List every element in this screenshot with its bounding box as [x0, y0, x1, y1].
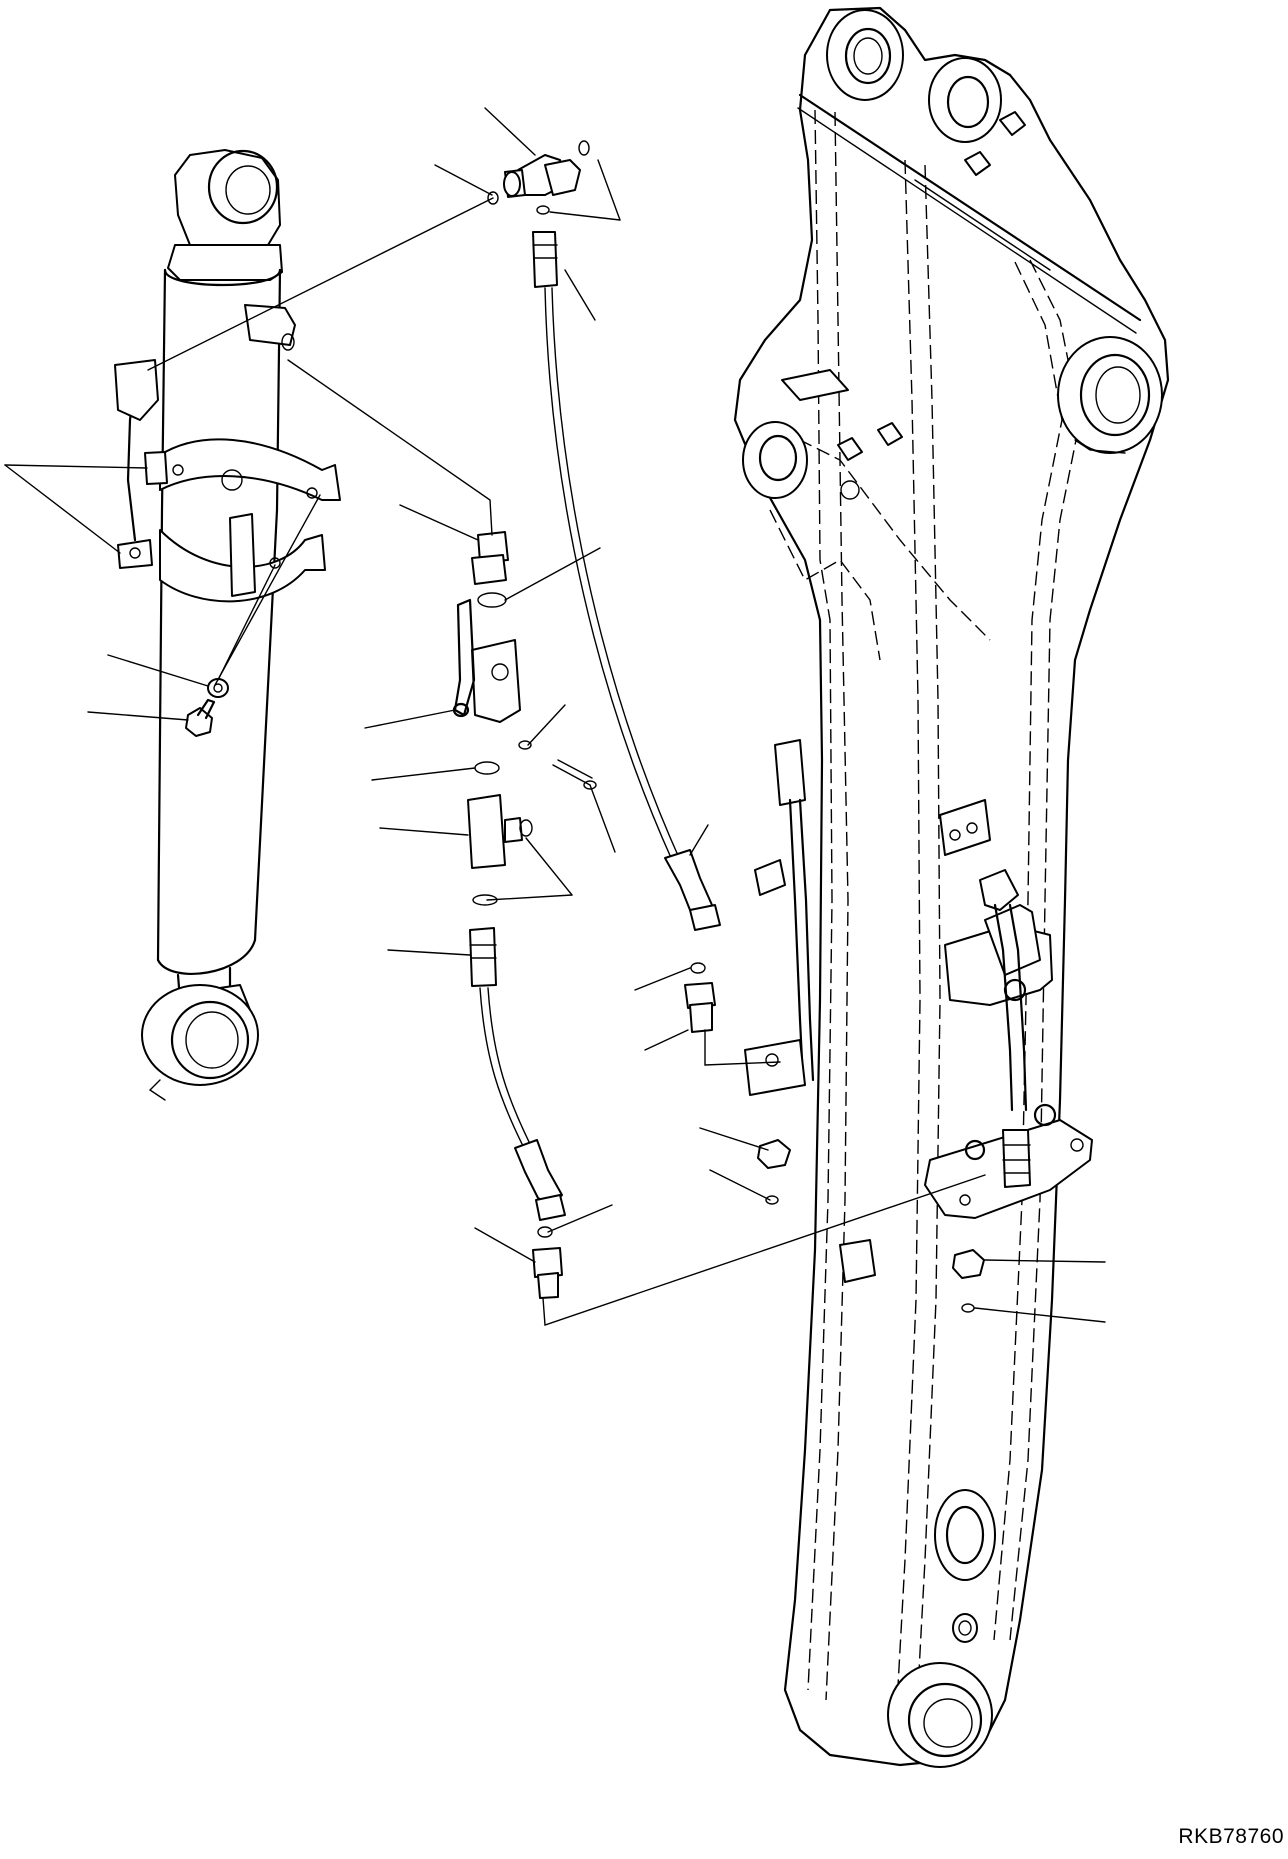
leader-lines [4, 107, 1106, 1326]
right-bracket [924, 869, 1093, 1219]
nuts-washers [757, 1139, 985, 1313]
drawing-reference-code: RKB78760 [1178, 1825, 1284, 1848]
hydraulic-cylinder [114, 149, 341, 1101]
valve-assembly [452, 140, 721, 1299]
pipe-clamp-bracket [939, 799, 991, 856]
cylinder-clamp [114, 359, 341, 603]
boom-arm [733, 6, 1170, 1768]
